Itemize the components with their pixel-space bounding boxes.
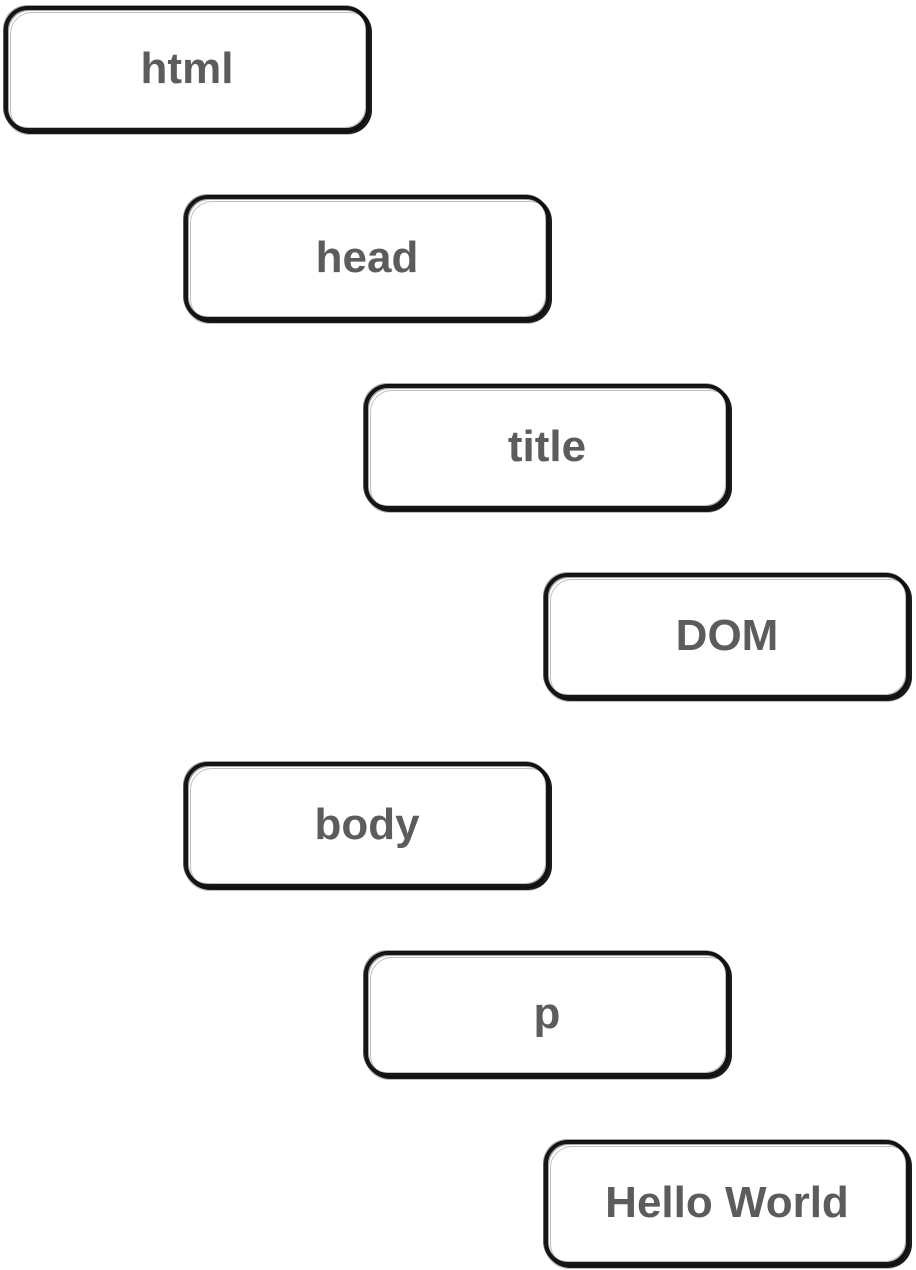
node-label: title — [507, 422, 587, 471]
node-text-hello-world: Hello World — [543, 1140, 912, 1267]
node-text-dom: DOM — [543, 573, 912, 700]
node-head: head — [183, 195, 552, 322]
node-label: head — [315, 233, 419, 282]
node-p: p — [363, 951, 732, 1078]
node-label: p — [533, 989, 561, 1038]
node-body: body — [183, 762, 552, 889]
node-title: title — [363, 384, 732, 511]
node-label: Hello World — [605, 1178, 849, 1227]
node-label: body — [314, 800, 420, 849]
node-label: html — [140, 44, 234, 93]
node-label: DOM — [675, 611, 779, 660]
node-html: html — [3, 6, 372, 133]
